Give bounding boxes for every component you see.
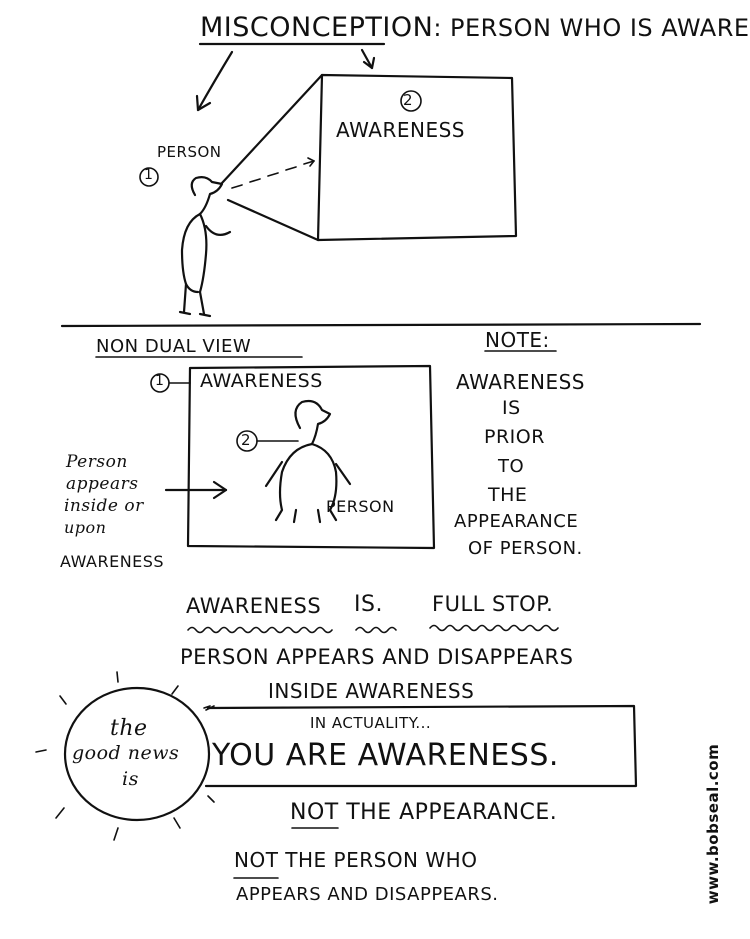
arrow-head-person: [195, 94, 212, 112]
good-news-line-2: good news: [72, 742, 180, 764]
closing-not-2: NOT: [234, 848, 279, 872]
title-rest: : PERSON WHO IS AWARE: [433, 14, 750, 42]
closing-line-1: NOT THE APPEARANCE.: [290, 800, 557, 825]
good-news-line-1: the: [110, 716, 148, 741]
arrow-to-awareness: [360, 48, 374, 70]
section-divider: [60, 322, 702, 328]
statement-line-3: INSIDE AWARENESS: [268, 679, 475, 703]
marker-person-nondual: 2: [241, 431, 252, 449]
squiggle-is: [355, 626, 397, 634]
marker-person-top: 1: [144, 167, 154, 183]
side-note-line-3: inside or: [64, 496, 144, 516]
note-heading: NOTE:: [485, 328, 550, 352]
actuality-main: YOU ARE AWARENESS.: [212, 738, 559, 773]
actuality-box: [204, 704, 638, 788]
note-line-6: APPEARANCE: [454, 511, 579, 532]
statement-awareness: AWARENESS: [186, 594, 322, 618]
nondual-heading: NON DUAL VIEW: [96, 336, 252, 357]
statement-full-stop: FULL STOP.: [432, 592, 554, 616]
squiggle-awareness: [187, 626, 333, 634]
arrow-head-awareness: [362, 56, 376, 70]
marker-awareness-nondual: 1: [155, 373, 165, 389]
person-label-top: PERSON: [157, 143, 222, 161]
marker-circle-awareness-top: [400, 90, 422, 112]
person-figure-nondual: [264, 399, 352, 524]
projection-line-upper: [220, 73, 324, 185]
projection-line-lower: [226, 198, 320, 242]
note-line-4: TO: [498, 456, 525, 477]
good-news-circle: [63, 686, 211, 822]
credit-url: www.bobseal.com: [704, 743, 722, 905]
closing-not-1: NOT: [290, 800, 339, 825]
good-news-rays: [35, 671, 215, 841]
awareness-box-top: [316, 73, 518, 242]
side-note-line-2: appears: [66, 474, 139, 494]
note-line-3: PRIOR: [484, 426, 545, 448]
title: MISCONCEPTION: PERSON WHO IS AWARE: [200, 12, 750, 43]
good-news-line-3: is: [122, 768, 139, 790]
side-note-line-4: upon: [64, 518, 107, 537]
awareness-box-nondual: [186, 364, 436, 550]
note-line-7: OF PERSON.: [468, 538, 583, 559]
title-prefix: MISCONCEPTION: [200, 12, 434, 43]
marker-circle-person-top: [139, 167, 159, 187]
arrow-to-person: [196, 50, 234, 112]
statement-line-2: PERSON APPEARS AND DISAPPEARS: [180, 645, 574, 669]
actuality-intro: IN ACTUALITY...: [310, 714, 432, 732]
person-label-nondual: PERSON: [326, 497, 395, 516]
note-line-5: THE: [488, 484, 528, 506]
side-note-line-5: AWARENESS: [60, 552, 165, 571]
squiggle-full-stop: [429, 624, 559, 632]
note-line-2: IS: [502, 397, 521, 419]
closing-line-2: NOT THE PERSON WHO: [234, 848, 477, 872]
closing-rest-2: THE PERSON WHO: [278, 848, 478, 872]
closing-rest-1: THE APPEARANCE.: [338, 800, 558, 825]
note-line-1: AWARENESS: [456, 370, 585, 394]
awareness-label-top: AWARENESS: [336, 118, 465, 142]
closing-line-3: APPEARS AND DISAPPEARS.: [236, 884, 499, 905]
arrow-head-side-note: [212, 480, 228, 500]
gaze-arrow-head: [307, 157, 315, 167]
awareness-label-nondual: AWARENESS: [200, 370, 323, 392]
marker-awareness-top: 2: [403, 91, 414, 109]
actuality-box-tick: [203, 705, 211, 709]
gaze-arrows: [231, 160, 315, 189]
person-figure-top: [178, 176, 232, 318]
statement-is: IS.: [354, 592, 383, 617]
side-note-line-1: Person: [66, 452, 128, 472]
